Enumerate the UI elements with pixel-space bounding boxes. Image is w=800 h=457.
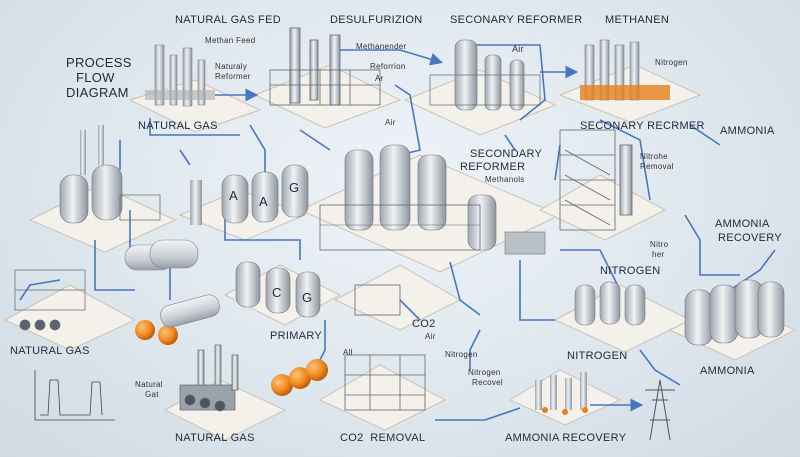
label-nitrogen-mid: NITROGEN	[600, 265, 661, 277]
secondary-recrmer-tower	[559, 129, 633, 231]
label-nitrogen-low: NITROGEN	[567, 350, 628, 362]
note-methanols: Methanols	[485, 175, 525, 184]
label-secondary-reformer-mid-1: SECONDARY	[470, 148, 543, 160]
label-natural-gas-bottom-left: NATURAL GAS	[10, 345, 90, 357]
note-her: her	[652, 250, 665, 259]
note-gat: Gat	[145, 390, 159, 399]
label-secondary-reformer-mid-2: REFORMER	[460, 161, 526, 173]
note-reforrion: Reforrion	[370, 62, 406, 71]
label-ammonia-bottom-right: AMMONIA	[700, 365, 755, 377]
note-nitrogen-recovel-2: Recovel	[472, 378, 504, 387]
title-line-2: FLOW	[76, 70, 115, 85]
note-air-co2: Air	[425, 332, 436, 341]
nitrogen-unit	[574, 281, 646, 326]
label-primary: PRIMARY	[270, 330, 323, 342]
note-nitrohe: Nitrohe	[640, 152, 668, 161]
label-seconary-reformer-top: SECONARY REFORMER	[450, 14, 583, 26]
note-air-mid: Air	[385, 118, 396, 127]
tank-letter-5: G	[302, 290, 313, 305]
label-natural-gas-bottom: NATURAL GAS	[175, 432, 255, 444]
note-nitro: Nitro	[650, 240, 669, 249]
small-line-plot	[34, 370, 115, 421]
note-ar: Ar	[375, 74, 384, 83]
label-ammonia-recovery-bottom: AMMONIA RECOVERY	[505, 432, 627, 444]
note-reformer: Reformer	[215, 72, 251, 81]
label-co2-removal: CO2 REMOVAL	[340, 432, 426, 444]
title-line-1: PROCESS	[66, 55, 132, 70]
label-ammonia-recovery-right-2: RECOVERY	[718, 232, 782, 244]
compressor-units	[14, 269, 239, 412]
title-line-3: DIAGRAM	[66, 85, 129, 100]
label-ammonia-right: AMMONIA	[720, 125, 775, 137]
label-ammonia-recovery-right-1: AMMONIA	[715, 218, 770, 230]
label-desulfurizion: DESULFURIZION	[330, 14, 423, 26]
horizontal-storage-bullets	[124, 239, 199, 271]
note-nitrogen-small: Nitrogen	[445, 350, 478, 359]
note-air-top: Air	[512, 44, 524, 54]
secondary-reformer-top-unit	[429, 39, 541, 111]
transmission-tower	[645, 379, 675, 441]
label-co2: CO2	[412, 318, 436, 330]
pipe-network	[19, 44, 776, 421]
tank-letter-1: A	[229, 188, 238, 203]
co2-removal-unit	[344, 284, 426, 411]
note-natural: Natural	[135, 380, 163, 389]
tank-letter-3: G	[289, 180, 300, 195]
label-methanen: METHANEN	[605, 14, 670, 26]
tank-letter-4: C	[272, 285, 282, 300]
note-naturaly: Naturaly	[215, 62, 248, 71]
methanen-unit	[580, 39, 670, 101]
ammonia-recovery-unit	[535, 372, 588, 415]
natural-gas-storage-tanks	[59, 125, 161, 224]
natural-gas-fed-unit	[145, 44, 215, 107]
primary-tanks	[235, 261, 321, 318]
orange-spheres	[135, 294, 328, 396]
ammonia-storage-tanks	[684, 279, 785, 346]
note-methanender: Methanender	[356, 42, 407, 51]
note-all: All	[343, 348, 353, 357]
note-nitrogen-recovel-1: Nitrogen	[468, 368, 501, 377]
note-methan-feed: Methan Feed	[205, 36, 256, 45]
desulfurizion-unit	[269, 27, 381, 106]
note-nitrogen-top: Nitrogen	[655, 58, 688, 67]
central-reformer-plant	[319, 144, 546, 255]
aag-tanks	[190, 164, 309, 225]
label-seconary-recrmer: SECONARY RECRMER	[580, 120, 705, 132]
note-removal: Removal	[640, 162, 674, 171]
tank-letter-2: A	[259, 194, 268, 209]
label-natural-gas-fed: NATURAL GAS FED	[175, 14, 281, 26]
label-natural-gas-left: NATURAL GAS	[138, 120, 218, 132]
